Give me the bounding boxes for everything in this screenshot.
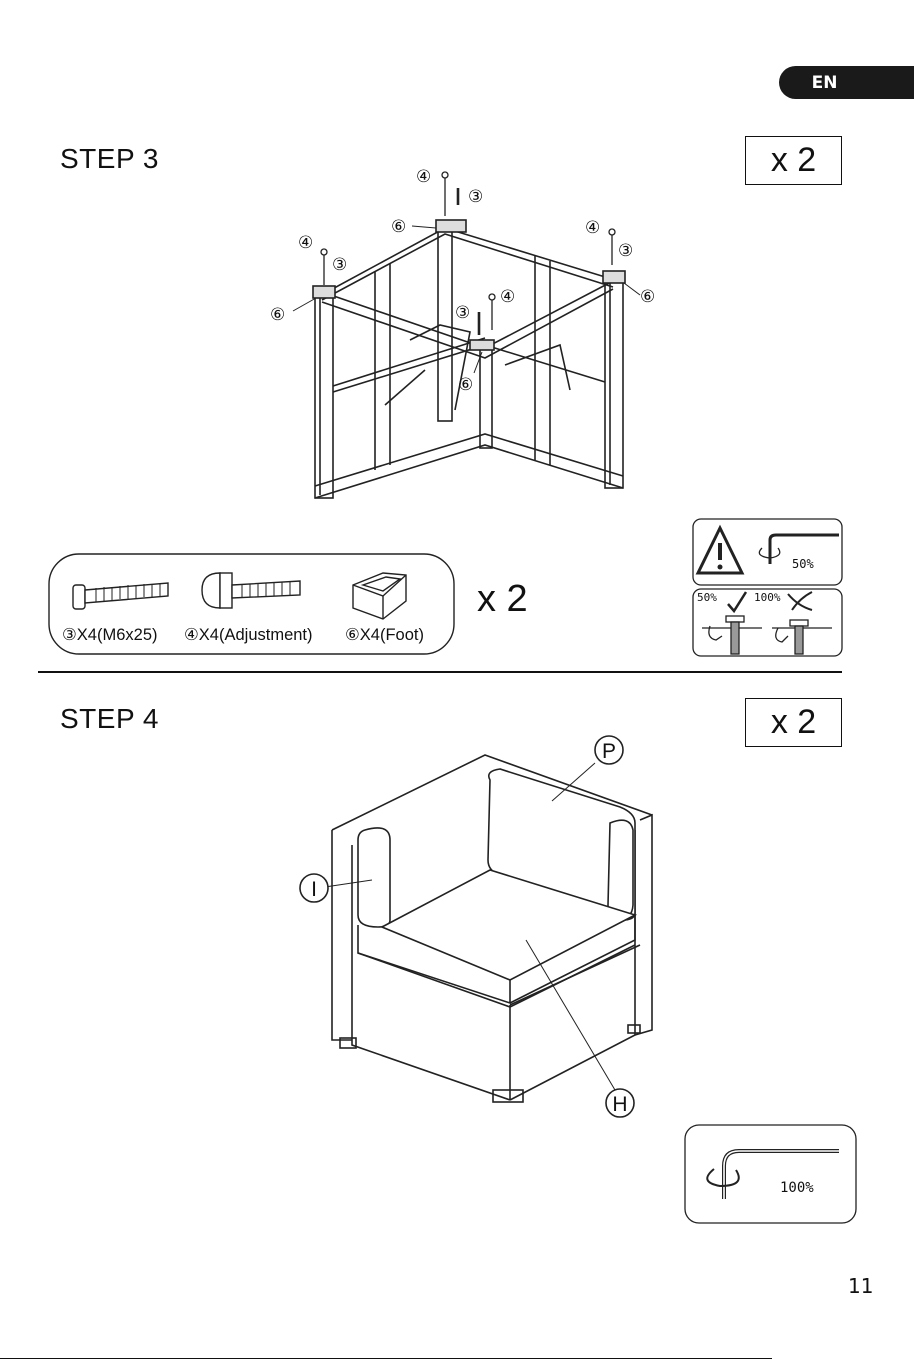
warning-panel: 50% 50% 100% xyxy=(692,518,844,658)
tighten-level-label: 50% xyxy=(792,557,814,571)
cross-icon xyxy=(788,592,812,610)
foot-icon xyxy=(353,573,406,619)
step3-title: STEP 3 xyxy=(60,143,159,175)
warning-triangle-icon xyxy=(698,528,742,573)
correct-label: 50% xyxy=(697,591,717,604)
part-label-foot: ⑥X4(Foot) xyxy=(345,625,424,645)
callout-foot: ⑥ xyxy=(458,375,473,395)
bottom-rule xyxy=(0,1358,772,1359)
callout-screw: ③ xyxy=(468,187,483,207)
section-divider xyxy=(38,671,842,673)
step4-quantity-box: x 2 xyxy=(745,698,842,747)
parts-quantity: x 2 xyxy=(477,578,528,621)
callout-adjuster: ④ xyxy=(298,233,313,253)
tighten-panel: 100% xyxy=(684,1124,859,1225)
part-label-bolt: ③X4(M6x25) xyxy=(62,625,158,645)
part-label-adjustment: ④X4(Adjustment) xyxy=(184,625,313,645)
step4-sofa-illustration: P I H xyxy=(290,735,650,1125)
step3-quantity-box: x 2 xyxy=(745,136,842,185)
callout-screw: ③ xyxy=(332,255,347,275)
callout-foot: ⑥ xyxy=(640,287,655,307)
callout-side-cushion: I xyxy=(311,878,317,901)
callout-back-cushion: P xyxy=(602,740,616,763)
language-tab: EN xyxy=(779,66,914,99)
callout-foot: ⑥ xyxy=(391,217,406,237)
incorrect-label: 100% xyxy=(754,591,781,604)
adjustment-bolt-icon xyxy=(202,573,300,608)
callout-screw: ③ xyxy=(618,241,633,261)
callout-foot: ⑥ xyxy=(270,305,285,325)
callout-seat-cushion: H xyxy=(612,1093,627,1116)
callout-adjuster: ④ xyxy=(500,287,515,307)
callout-screw: ③ xyxy=(455,303,470,323)
allen-key-icon xyxy=(707,1151,839,1199)
page-number: 11 xyxy=(848,1274,873,1298)
step4-title: STEP 4 xyxy=(60,703,159,735)
callout-adjuster: ④ xyxy=(416,167,431,187)
tighten-100-label: 100% xyxy=(780,1180,814,1196)
callout-adjuster: ④ xyxy=(585,218,600,238)
bolt-icon xyxy=(73,583,168,609)
step3-frame-illustration: ④ ③ ⑥ ④ ③ ⑥ ④ ③ ⑥ ④ ③ ⑥ xyxy=(260,160,680,510)
check-icon xyxy=(728,592,746,611)
